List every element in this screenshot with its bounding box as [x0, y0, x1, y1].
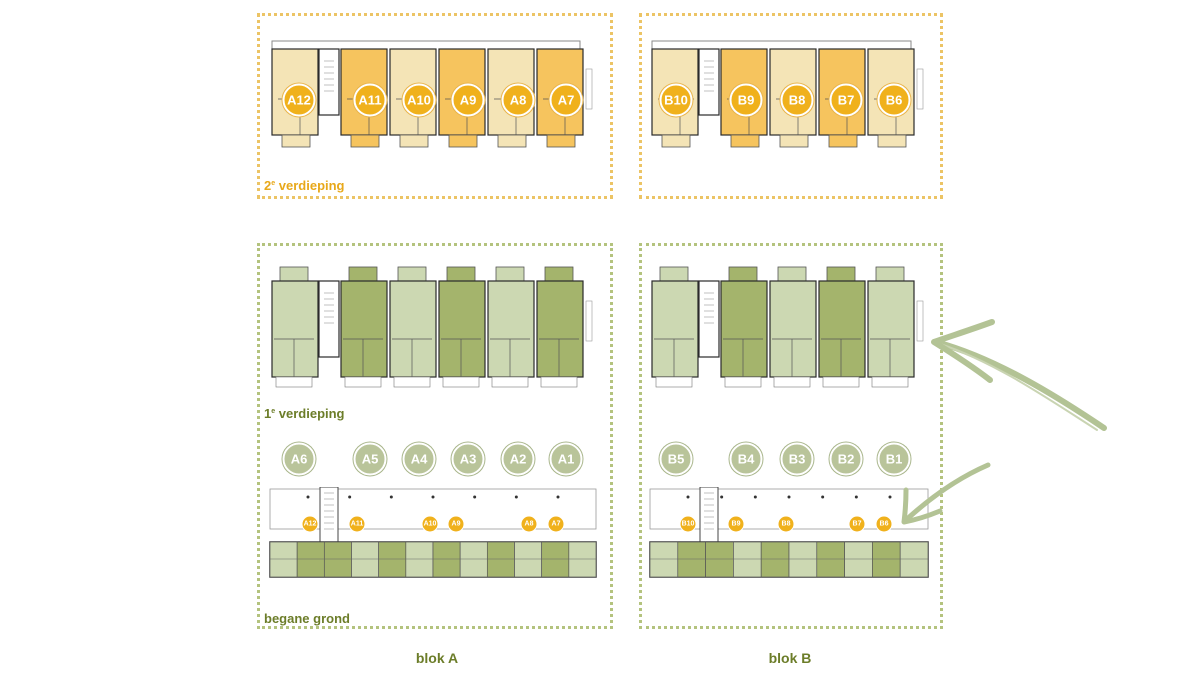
floor-plan-block-b-ground-floor	[648, 486, 940, 587]
second-floor-text: verdieping	[278, 178, 345, 193]
floor-plan-block-b-first-floor	[630, 265, 925, 410]
apartment-unit	[487, 266, 535, 388]
unit-badge-a10: A10	[402, 83, 436, 117]
second-floor-number: 2	[264, 178, 272, 193]
apartment-unit	[769, 266, 817, 388]
ground-floor-room	[705, 541, 734, 578]
plan-drawing	[271, 266, 593, 388]
unit-badge-b10: B10	[679, 515, 697, 533]
stairwell	[698, 48, 720, 116]
unit-badge-b10: B10	[659, 83, 693, 117]
label-block-b: blok B	[768, 650, 812, 666]
ground-floor-room	[432, 541, 461, 578]
ground-floor-room	[378, 541, 407, 578]
unit-badge-a7: A7	[547, 515, 565, 533]
unit-badge-a11: A11	[348, 515, 366, 533]
apartment-unit	[720, 266, 768, 388]
ground-floor-room	[486, 541, 515, 578]
unit-badge-a3: A3	[451, 442, 485, 476]
ground-floor-room	[733, 541, 762, 578]
apartment-unit	[536, 266, 584, 388]
unit-badge-a8: A8	[520, 515, 538, 533]
ground-floor-room	[323, 541, 352, 578]
ground-floor-room	[405, 541, 434, 578]
frame-block-b-lower-floors	[639, 243, 943, 629]
ground-floor-room	[541, 541, 570, 578]
frame-block-b-second-floor	[639, 13, 943, 199]
unit-badge-b6: B6	[877, 83, 911, 117]
second-floor-suffix: e	[271, 180, 276, 187]
unit-badge-b2: B2	[829, 442, 863, 476]
unit-badge-b7: B7	[829, 83, 863, 117]
ground-floor-room	[351, 541, 380, 578]
unit-badge-a1: A1	[549, 442, 583, 476]
unit-badge-a6: A6	[282, 442, 316, 476]
ground-floor-room	[760, 541, 790, 578]
label-first-floor: 1e verdieping	[264, 406, 345, 421]
unit-badge-a7: A7	[549, 83, 583, 117]
unit-badge-b1: B1	[877, 442, 911, 476]
apartment-unit	[340, 266, 388, 388]
unit-badge-b4: B4	[729, 442, 763, 476]
label-second-floor: 2e verdieping	[264, 178, 345, 193]
label-ground-floor: begane grond	[264, 611, 350, 626]
floor-plan-block-a-first-floor	[250, 265, 594, 410]
apartment-unit	[389, 266, 437, 388]
unit-badge-a9: A9	[451, 83, 485, 117]
unit-badge-b8: B8	[780, 83, 814, 117]
unit-badge-b8: B8	[777, 515, 795, 533]
arrow-to-ground-floor	[901, 462, 991, 525]
unit-badge-a10: A10	[421, 515, 439, 533]
unit-badge-a8: A8	[501, 83, 535, 117]
unit-badge-a2: A2	[501, 442, 535, 476]
plan-drawing	[269, 486, 597, 578]
ground-floor-room	[677, 541, 706, 578]
ground-floor-room	[269, 541, 298, 578]
ground-floor-room	[872, 541, 901, 578]
stairwell	[318, 48, 340, 116]
unit-badge-a12: A12	[301, 515, 319, 533]
unit-badge-a9: A9	[447, 515, 465, 533]
apartment-unit	[818, 266, 866, 388]
ground-floor-room	[459, 541, 488, 578]
first-floor-suffix: e	[271, 408, 276, 415]
unit-badge-b9: B9	[729, 83, 763, 117]
apartment-unit	[438, 266, 486, 388]
floor-plan-block-a-ground-floor	[268, 486, 608, 587]
apartment-unit	[867, 266, 915, 388]
arrow-to-first-floor	[931, 319, 1107, 431]
apartment-unit	[651, 266, 699, 388]
ground-floor-room	[899, 541, 929, 578]
unit-badge-b6: B6	[875, 515, 893, 533]
unit-badge-a12: A12	[282, 83, 316, 117]
frame-block-a-second-floor	[257, 13, 613, 199]
unit-badge-a5: A5	[353, 442, 387, 476]
plan-drawing	[651, 266, 924, 388]
apartment-unit	[271, 266, 319, 388]
ground-floor-room	[816, 541, 845, 578]
label-block-a: blok A	[415, 650, 459, 666]
unit-badge-a4: A4	[402, 442, 436, 476]
unit-badge-b5: B5	[659, 442, 693, 476]
stairwell	[698, 280, 720, 358]
ground-floor-room	[568, 541, 597, 578]
first-floor-number: 1	[264, 406, 272, 421]
frame-block-a-lower-floors	[257, 243, 613, 629]
first-floor-text: verdieping	[278, 406, 345, 421]
ground-floor-room	[514, 541, 543, 578]
unit-badge-b7: B7	[848, 515, 866, 533]
stairwell	[318, 280, 340, 358]
unit-badge-b9: B9	[727, 515, 745, 533]
unit-badge-b3: B3	[780, 442, 814, 476]
ground-floor-room	[788, 541, 818, 578]
unit-badge-a11: A11	[353, 83, 387, 117]
plan-drawing	[649, 486, 929, 578]
